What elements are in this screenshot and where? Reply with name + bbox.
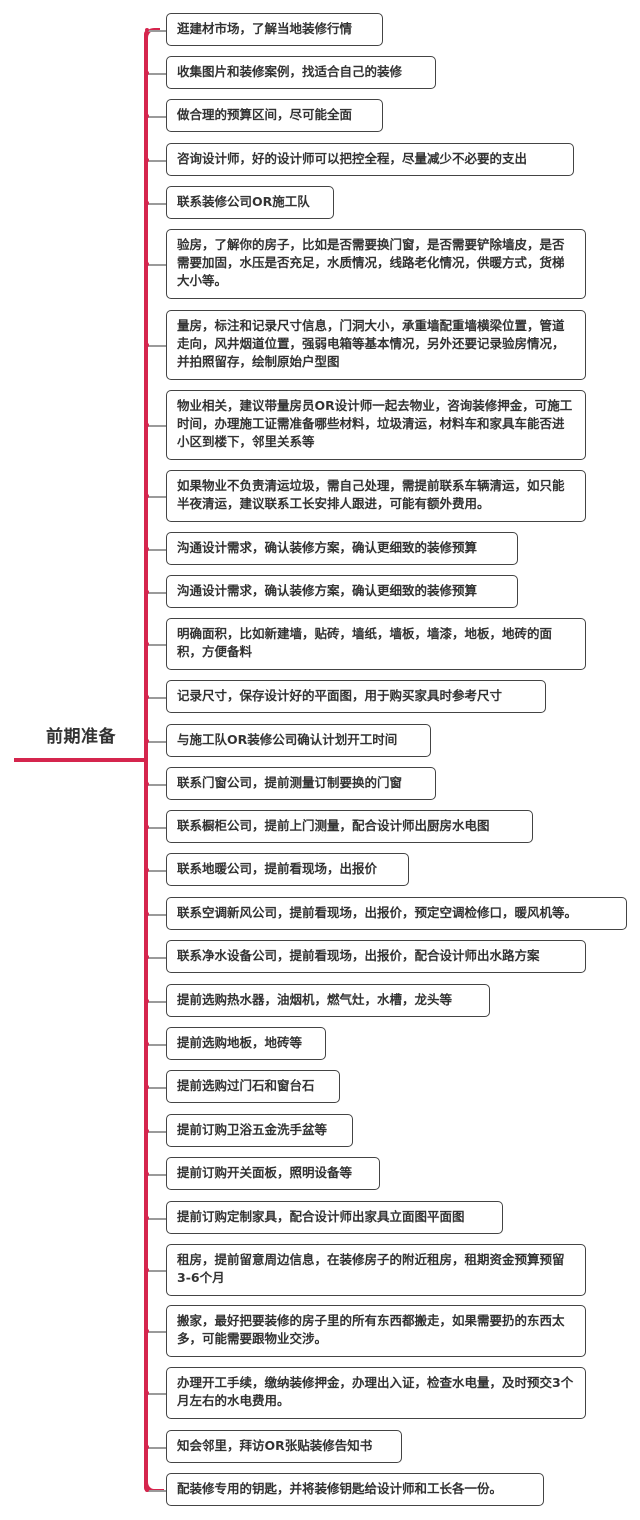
subtopic-node[interactable]: 提前选购地板，地砖等 [166,1027,326,1060]
subtopic-node[interactable]: 记录尺寸，保存设计好的平面图，用于购买家具时参考尺寸 [166,680,546,713]
subtopic-connector [145,1391,166,1395]
subtopic-node[interactable]: 沟通设计需求，确认装修方案，确认更细致的装修预算 [166,575,518,608]
subtopic-node[interactable]: 提前订购卫浴五金洗手盆等 [166,1114,353,1147]
branch-spine [144,30,148,1492]
subtopic-connector [145,955,166,959]
subtopic-node[interactable]: 联系地暖公司，提前看现场，出报价 [166,853,409,886]
subtopic-node[interactable]: 联系装修公司OR施工队 [166,186,334,219]
subtopic-connector [145,547,166,551]
subtopic-connector [145,1042,166,1046]
subtopic-connector [145,28,166,32]
subtopic-node[interactable]: 联系门窗公司，提前测量订制要换的门窗 [166,767,436,800]
subtopic-node[interactable]: 逛建材市场，了解当地装修行情 [166,13,383,46]
subtopic-node[interactable]: 提前选购热水器，油烟机，燃气灶，水槽，龙头等 [166,984,490,1017]
subtopic-connector [145,158,166,162]
subtopic-node[interactable]: 验房，了解你的房子，比如是否需要换门窗，是否需要铲除墙皮，是否需要加固，水压是否… [166,229,586,299]
subtopic-connector [145,1172,166,1176]
subtopic-node[interactable]: 明确面积，比如新建墙，贴砖，墙纸，墙板，墙漆，地板，地砖的面积，方便备料 [166,618,586,670]
subtopic-node[interactable]: 咨询设计师，好的设计师可以把控全程，尽量减少不必要的支出 [166,143,574,176]
subtopic-connector [145,912,166,916]
subtopic-connector [145,1085,166,1089]
subtopic-connector [145,423,166,427]
subtopic-connector [145,642,166,646]
subtopic-connector [145,114,166,118]
subtopic-node[interactable]: 提前订购开关面板，照明设备等 [166,1157,380,1190]
subtopic-connector [145,695,166,699]
subtopic-connector [145,1268,166,1272]
subtopic-connector [145,262,166,266]
subtopic-connector [145,825,166,829]
subtopic-node[interactable]: 联系空调新风公司，提前看现场，出报价，预定空调检修口，暖风机等。 [166,897,627,930]
subtopic-node[interactable]: 租房，提前留意周边信息，在装修房子的附近租房，租期资金预算预留3-6个月 [166,1244,586,1296]
subtopic-connector [145,71,166,75]
subtopic-connector [145,494,166,498]
subtopic-node[interactable]: 知会邻里，拜访OR张贴装修告知书 [166,1430,402,1463]
subtopic-node[interactable]: 物业相关，建议带量房员OR设计师一起去物业，咨询装修押金，可施工时间，办理施工证… [166,390,586,460]
subtopic-connector [145,1445,166,1449]
subtopic-node[interactable]: 联系橱柜公司，提前上门测量，配合设计师出厨房水电图 [166,810,533,843]
subtopic-node[interactable]: 与施工队OR装修公司确认计划开工时间 [166,724,431,757]
subtopic-node[interactable]: 联系净水设备公司，提前看现场，出报价，配合设计师出水路方案 [166,940,586,973]
subtopic-node[interactable]: 办理开工手续，缴纳装修押金，办理出入证，检查水电量，及时预交3个月左右的水电费用… [166,1367,586,1419]
subtopic-connector [145,739,166,743]
root-connector-bar [14,758,146,762]
subtopic-connector [145,1216,166,1220]
subtopic-node[interactable]: 提前订购定制家具，配合设计师出家具立面图平面图 [166,1201,503,1234]
subtopic-connector [145,868,166,872]
subtopic-node[interactable]: 配装修专用的钥匙，并将装修钥匙给设计师和工长各一份。 [166,1473,544,1506]
root-topic[interactable]: 前期准备 [46,727,116,747]
subtopic-node[interactable]: 沟通设计需求，确认装修方案，确认更细致的装修预算 [166,532,518,565]
subtopic-node[interactable]: 收集图片和装修案例，找适合自己的装修 [166,56,436,89]
subtopic-node[interactable]: 搬家，最好把要装修的房子里的所有东西都搬走，如果需要扔的东西太多，可能需要跟物业… [166,1305,586,1357]
subtopic-connector [145,590,166,594]
subtopic-node[interactable]: 做合理的预算区间，尽可能全面 [166,99,383,132]
subtopic-connector [145,343,166,347]
subtopic-connector [145,782,166,786]
branch-spine-top-curve [144,28,160,42]
subtopic-node[interactable]: 量房，标注和记录尺寸信息，门洞大小，承重墙配重墙横梁位置，管道走向，风井烟道位置… [166,310,586,380]
subtopic-node[interactable]: 提前选购过门石和窗台石 [166,1070,340,1103]
subtopic-connector [145,999,166,1003]
subtopic-connector [145,1329,166,1333]
subtopic-node[interactable]: 如果物业不负责清运垃圾，需自己处理，需提前联系车辆清运，如只能半夜清运，建议联系… [166,470,586,522]
subtopic-connector [145,1129,166,1133]
subtopic-connector [145,201,166,205]
subtopic-connector [145,1488,166,1492]
